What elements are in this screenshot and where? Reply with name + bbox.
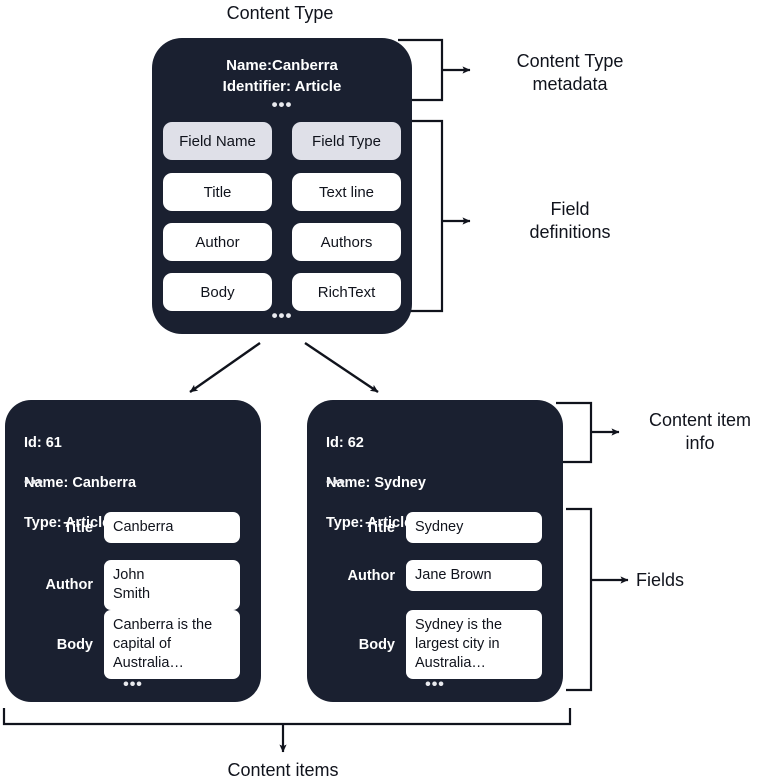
content-item-bottom-ellipsis: ••• — [123, 676, 143, 693]
content-item-field-row: Title Sydney — [318, 512, 542, 543]
field-value[interactable]: Sydney — [406, 512, 542, 543]
annotation-content-type-metadata: Content Type metadata — [516, 51, 624, 94]
content-item-card-62[interactable]: Id: 62 Name: Sydney Type: Article ••• Ti… — [307, 400, 563, 702]
field-value[interactable]: Sydney is the largest city in Australia… — [406, 610, 542, 679]
arrow-contenttype-to-item-left — [189, 342, 261, 393]
field-label: Author — [347, 567, 395, 584]
field-name-cell[interactable]: Body — [163, 273, 272, 311]
content-item-info: Id: 62 Name: Sydney Type: Article — [326, 413, 426, 553]
field-name-header: Field Name — [163, 122, 272, 160]
bracket-content-items — [2, 708, 572, 753]
content-type-metadata: Name:Canberra Identifier: Article — [152, 55, 412, 97]
field-value[interactable]: Canberra — [104, 512, 240, 543]
content-item-id: Id: 61 — [24, 435, 62, 451]
content-item-bottom-ellipsis: ••• — [425, 676, 445, 693]
content-item-card-61[interactable]: Id: 61 Name: Canberra Type: Article ••• … — [5, 400, 261, 702]
arrow-contenttype-to-item-right — [304, 342, 379, 393]
content-item-type: Type: Article — [24, 515, 111, 531]
annotation-content-item-info: Content item info — [648, 410, 752, 453]
field-label: Body — [56, 636, 93, 653]
content-item-ellipsis: ••• — [326, 474, 346, 491]
content-item-name: Name: Canberra — [24, 475, 137, 491]
content-item-name: Name: Sydney — [326, 475, 426, 491]
field-label: Title — [63, 519, 93, 536]
content-item-info: Id: 61 Name: Canberra Type: Article — [24, 413, 136, 553]
content-type-bottom-ellipsis: ••• — [271, 306, 293, 325]
field-name-cell[interactable]: Author — [163, 223, 272, 261]
field-value[interactable]: Canberra is the capital of Australia… — [104, 610, 240, 679]
field-value[interactable]: Jane Brown — [406, 560, 542, 591]
field-label: Body — [358, 636, 395, 653]
field-label: Title — [365, 519, 395, 536]
content-item-id: Id: 62 — [326, 435, 364, 451]
annotation-content-items: Content items — [227, 760, 339, 780]
field-value[interactable]: John Smith — [104, 560, 240, 610]
content-item-field-row: Body Canberra is the capital of Australi… — [16, 610, 240, 679]
content-type-ellipsis: ••• — [271, 95, 293, 114]
field-type-cell[interactable]: RichText — [292, 273, 401, 311]
bracket-fields — [566, 507, 629, 692]
page-title: Content Type — [226, 3, 334, 23]
annotation-fields: Fields — [636, 570, 685, 590]
content-item-field-row: Author John Smith — [16, 560, 240, 610]
field-label: Author — [45, 577, 93, 593]
field-type-cell[interactable]: Authors — [292, 223, 401, 261]
content-item-field-row: Body Sydney is the largest city in Austr… — [318, 610, 542, 679]
annotation-field-definitions: Field definitions — [529, 199, 611, 242]
content-item-type: Type: Article — [326, 515, 413, 531]
content-item-field-row: Author Jane Brown — [318, 560, 542, 591]
field-name-cell[interactable]: Title — [163, 173, 272, 211]
content-type-card[interactable]: Name:Canberra Identifier: Article ••• Fi… — [152, 38, 412, 334]
bracket-content-item-info — [556, 401, 620, 464]
content-type-identifier: Identifier: Article — [222, 78, 342, 95]
field-type-header: Field Type — [292, 122, 401, 160]
content-type-name: Name:Canberra — [226, 57, 338, 74]
field-type-cell[interactable]: Text line — [292, 173, 401, 211]
content-item-ellipsis: ••• — [24, 474, 44, 491]
content-item-field-row: Title Canberra — [16, 512, 240, 543]
